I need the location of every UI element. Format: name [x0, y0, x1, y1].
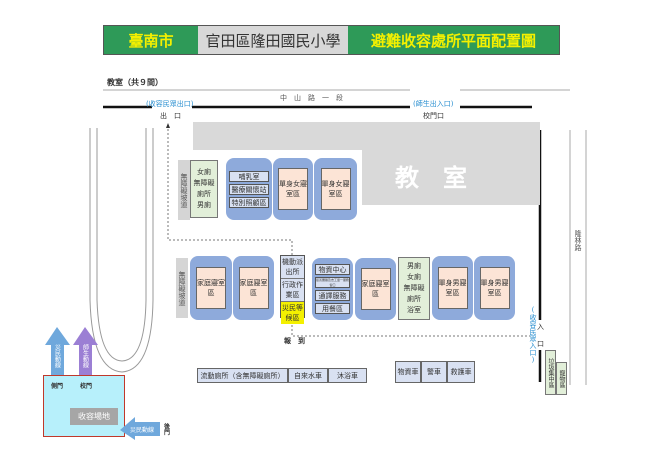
exit-label: (收容民眾出口): [146, 100, 194, 108]
accessible-ramp: 無障礙坡道: [176, 258, 188, 318]
title-bar: 臺南市 官田區隆田國民小學 避難收容處所平面配置圖: [103, 25, 560, 55]
classroom-count: 教室（共９間）: [107, 78, 163, 87]
garbage-area: 垃圾集中區: [545, 350, 556, 395]
toilet-block: 男廁女廁無障礙廁所浴室: [398, 257, 430, 320]
vehicles-left: 流動廁所（含無障礙廁所） 自來水車 沐浴車: [197, 368, 367, 383]
track-inner: [96, 128, 147, 362]
entrance-label: (收容民眾入口): [529, 306, 537, 364]
side-gate: 側門: [51, 383, 64, 390]
road-top-label: 中 山 路 一 段: [280, 94, 343, 102]
victim-arrow-up: [45, 327, 70, 375]
title-name: 避難收容處所平面配置圖: [348, 26, 559, 54]
venue-label: 收容場地: [70, 408, 118, 425]
dorm-unit: 單身男寢室區: [474, 256, 515, 320]
checkin-label: 報 到: [284, 337, 305, 345]
service-unit: 哺乳室 醫療關懷站 特別照顧區: [226, 158, 272, 220]
gate: 校門口: [423, 112, 444, 120]
title-city: 臺南市: [104, 26, 198, 54]
road-right-label: 隆林路: [574, 229, 582, 251]
entrance-char: 口: [537, 340, 544, 348]
school-gate: 校門: [80, 383, 93, 390]
dorm-unit: 家庭寢室區: [355, 258, 396, 320]
title-school: 官田區隆田國民小學: [198, 26, 348, 54]
toilet-block: 女廁無障礙廁所男廁: [190, 160, 218, 218]
dorm-unit: 單身男寢室區: [432, 256, 473, 320]
entrance-char: 入: [537, 323, 544, 331]
exit: 出 口: [160, 112, 181, 120]
medical-station: 醫療關懷站: [229, 183, 269, 195]
classroom-block: [193, 122, 540, 205]
track-outer: [89, 128, 154, 373]
dorm-unit: 單身女寢室區: [314, 158, 357, 220]
staff-arrow-up: [73, 327, 98, 375]
admin-stack: 機動派出所 行政作業區 災民等候區: [280, 255, 305, 324]
nursing-room: 哺乳室: [229, 170, 269, 182]
dorm-unit: 家庭寢室區: [190, 256, 232, 320]
service-unit: 物資中心 慈善團體及志工單一服務窗口 通譯服務 用餐區: [312, 258, 353, 320]
entry-route: [291, 325, 530, 337]
victim-route-label: 災民動線: [53, 344, 61, 368]
dorm-unit: 家庭寢室區: [233, 256, 274, 320]
staff-route-label: 師生動線: [81, 344, 89, 368]
venue-area: [43, 375, 125, 437]
classroom-label: 教 室: [395, 164, 467, 192]
victim-arrow-left: [120, 417, 160, 440]
vehicles-right: 物資車 警車 救護車: [395, 361, 475, 383]
victim-route-label: 災民動線: [130, 427, 155, 434]
accessible-ramp: 無障礙坡道: [178, 160, 190, 220]
gate-label: (師生出入口): [413, 100, 454, 108]
dorm-unit: 單身女寢室區: [273, 158, 313, 220]
special-care-area: 特別照顧區: [229, 196, 269, 208]
back-gate: 後門: [162, 423, 170, 435]
exit-route: [167, 125, 293, 255]
route-arrows: [45, 327, 160, 440]
pet-area: 寵物區: [556, 362, 567, 395]
